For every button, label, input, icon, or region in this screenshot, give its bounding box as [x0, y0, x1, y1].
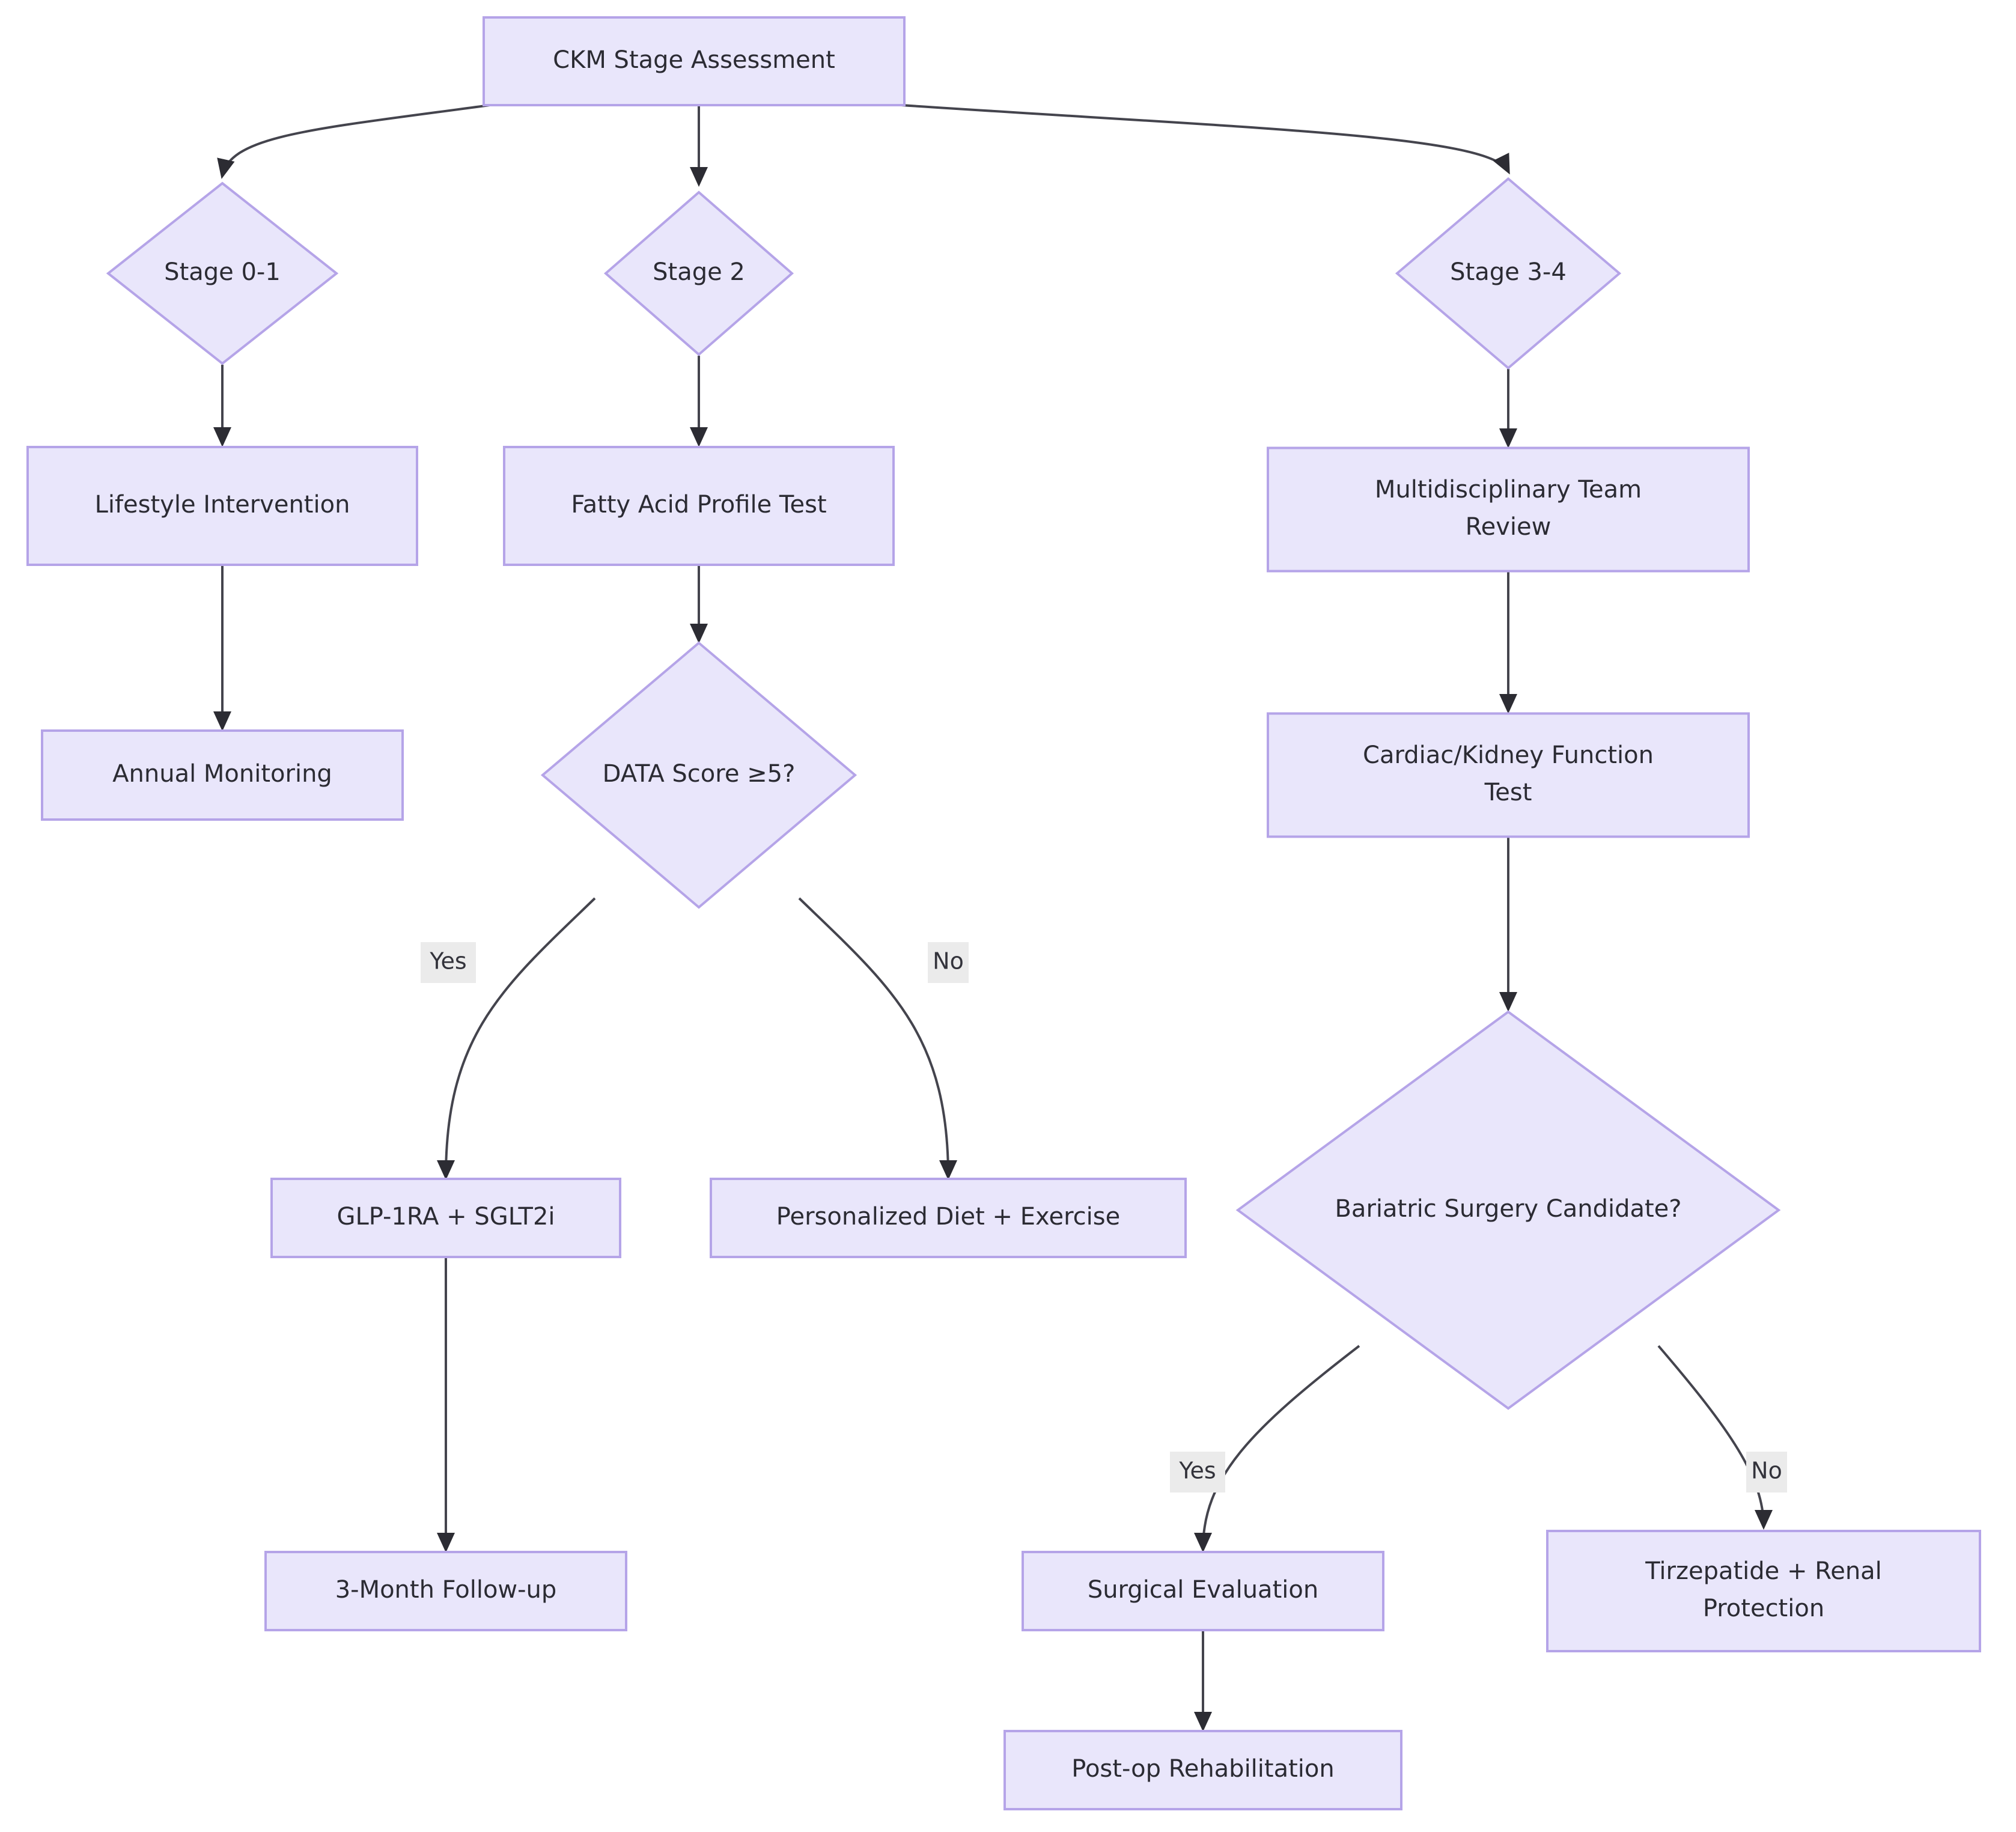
edges-layer	[213, 104, 1773, 1732]
edge-label: Yes	[421, 942, 476, 983]
edge-label-bg	[928, 942, 969, 983]
edge-label-text: No	[1751, 1458, 1782, 1484]
edge-label: No	[1746, 1452, 1787, 1493]
edge-label-text: No	[933, 948, 964, 975]
node-label: Protection	[1703, 1595, 1824, 1622]
flow-node-glp[interactable]: GLP-1RA + SGLT2i	[270, 1178, 621, 1258]
node-diamond	[1395, 177, 1622, 370]
flow-node-surgical[interactable]: Surgical Evaluation	[1022, 1551, 1384, 1631]
node-label: Stage 0-1	[164, 258, 281, 286]
node-label: Lifestyle Intervention	[95, 491, 350, 519]
node-rect	[1267, 446, 1750, 573]
node-rect	[264, 1551, 627, 1631]
node-label: GLP-1RA + SGLT2i	[337, 1203, 555, 1231]
node-label: Stage 2	[653, 258, 745, 286]
node-rect	[1003, 1730, 1402, 1810]
flow-node-fatty[interactable]: Fatty Acid Profile Test	[503, 446, 895, 566]
edge-label-bg	[1170, 1452, 1225, 1493]
flow-node-root[interactable]: CKM Stage Assessment	[483, 16, 906, 106]
flow-edge	[798, 897, 957, 1180]
edge-label: No	[928, 942, 969, 983]
node-label: 3-Month Follow-up	[335, 1576, 557, 1604]
node-label: Surgical Evaluation	[1088, 1576, 1318, 1604]
flow-edge	[437, 897, 596, 1180]
edge-label: Yes	[1170, 1452, 1225, 1493]
node-label: DATA Score ≥5?	[603, 760, 796, 788]
node-rect	[41, 729, 404, 821]
edge-label-bg	[1746, 1452, 1787, 1493]
node-diamond	[1235, 1010, 1781, 1410]
node-diamond	[603, 190, 794, 356]
flow-node-lifestyle[interactable]: Lifestyle Intervention	[26, 446, 418, 566]
node-label: Stage 3-4	[1450, 258, 1567, 286]
node-rect	[483, 16, 906, 106]
flow-node-stage01[interactable]: Stage 0-1	[106, 181, 339, 365]
flow-node-stage34[interactable]: Stage 3-4	[1395, 177, 1622, 370]
node-label: Test	[1484, 779, 1532, 806]
node-diamond	[540, 641, 857, 909]
flow-node-diet[interactable]: Personalized Diet + Exercise	[710, 1178, 1187, 1258]
flow-edge	[901, 104, 1510, 175]
node-rect	[710, 1178, 1187, 1258]
node-rect	[1022, 1551, 1384, 1631]
node-diamond	[106, 181, 339, 365]
flow-node-follow[interactable]: 3-Month Follow-up	[264, 1551, 627, 1631]
node-label: CKM Stage Assessment	[553, 46, 835, 74]
node-label: Cardiac/Kidney Function	[1363, 741, 1654, 769]
node-label: Fatty Acid Profile Test	[571, 491, 826, 519]
node-rect	[270, 1178, 621, 1258]
edge-label-text: Yes	[429, 948, 466, 975]
flow-node-bariatric[interactable]: Bariatric Surgery Candidate?	[1235, 1010, 1781, 1410]
node-label: Multidisciplinary Team	[1375, 476, 1642, 504]
flow-node-postop[interactable]: Post-op Rehabilitation	[1003, 1730, 1402, 1810]
edge-label-bg	[421, 942, 476, 983]
node-label: Review	[1466, 513, 1552, 541]
flow-edge	[217, 104, 490, 179]
node-label: Post-op Rehabilitation	[1071, 1755, 1334, 1783]
node-label: Annual Monitoring	[112, 760, 332, 788]
node-label: Personalized Diet + Exercise	[776, 1203, 1120, 1231]
flow-edge	[1194, 1345, 1360, 1553]
node-rect	[26, 446, 418, 566]
node-label: Tirzepatide + Renal	[1645, 1557, 1882, 1585]
flow-node-data[interactable]: DATA Score ≥5?	[540, 641, 857, 909]
flow-edge	[1657, 1345, 1773, 1530]
node-rect	[1267, 712, 1750, 838]
edge-label-text: Yes	[1178, 1458, 1216, 1484]
node-rect	[503, 446, 895, 566]
flow-node-stage2[interactable]: Stage 2	[603, 190, 794, 356]
node-label: Bariatric Surgery Candidate?	[1335, 1195, 1681, 1223]
flow-node-annual[interactable]: Annual Monitoring	[41, 729, 404, 821]
node-rect	[1546, 1530, 1981, 1652]
